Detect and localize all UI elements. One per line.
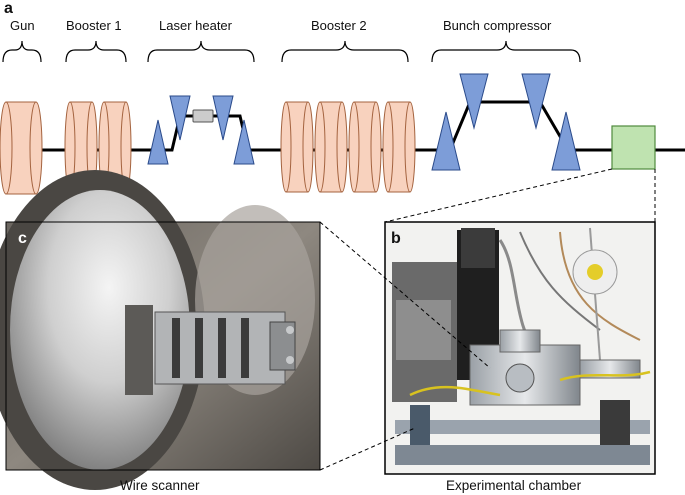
wire-scanner-photo [0, 170, 320, 490]
dipole-magnet [521, 73, 551, 130]
brace-booster-1 [65, 40, 127, 63]
dipole-magnet [233, 119, 255, 165]
wire-scanner-photo-frame [5, 221, 321, 471]
booster-1-cavity [64, 101, 98, 193]
laser-heater-chicane [147, 95, 255, 165]
section-label-bunch-compressor: Bunch compressor [443, 18, 552, 33]
section-label-booster-2: Booster 2 [311, 18, 367, 33]
gun-cavity [0, 101, 43, 195]
undulator [192, 109, 214, 123]
caption-experimental-chamber: Experimental chamber [446, 478, 582, 493]
dipole-magnet [431, 111, 461, 171]
dipole-magnet [169, 95, 191, 141]
booster-2-cavities [280, 101, 416, 193]
panel-label-a: a [4, 0, 13, 17]
zoom-lines-b-to-c [319, 221, 491, 471]
dipole-magnet [459, 73, 489, 130]
section-label-laser-heater: Laser heater [159, 18, 232, 33]
bunch-compressor-chicane [431, 73, 581, 171]
section-braces [2, 40, 581, 63]
dipole-magnet [147, 119, 169, 165]
brace-bunch-compressor [431, 40, 581, 63]
booster-1-cavity [98, 101, 132, 193]
section-label-gun: Gun [10, 18, 35, 33]
zoom-lines-a-to-b [384, 168, 656, 223]
experimental-chamber-photo-frame [384, 221, 656, 475]
section-label-booster-1: Booster 1 [66, 18, 122, 33]
dipole-magnet [212, 95, 234, 141]
experimental-chamber-photo [385, 222, 655, 474]
experimental-chamber-box [611, 125, 656, 170]
brace-laser-heater [147, 40, 255, 63]
brace-booster-2 [281, 40, 409, 63]
booster-1-cavities [64, 101, 132, 193]
caption-wire-scanner: Wire scanner [120, 478, 200, 493]
brace-gun [2, 40, 42, 63]
dipole-magnet [551, 111, 581, 171]
panel-label-b: b [391, 230, 401, 247]
panel-label-c: c [18, 230, 27, 247]
